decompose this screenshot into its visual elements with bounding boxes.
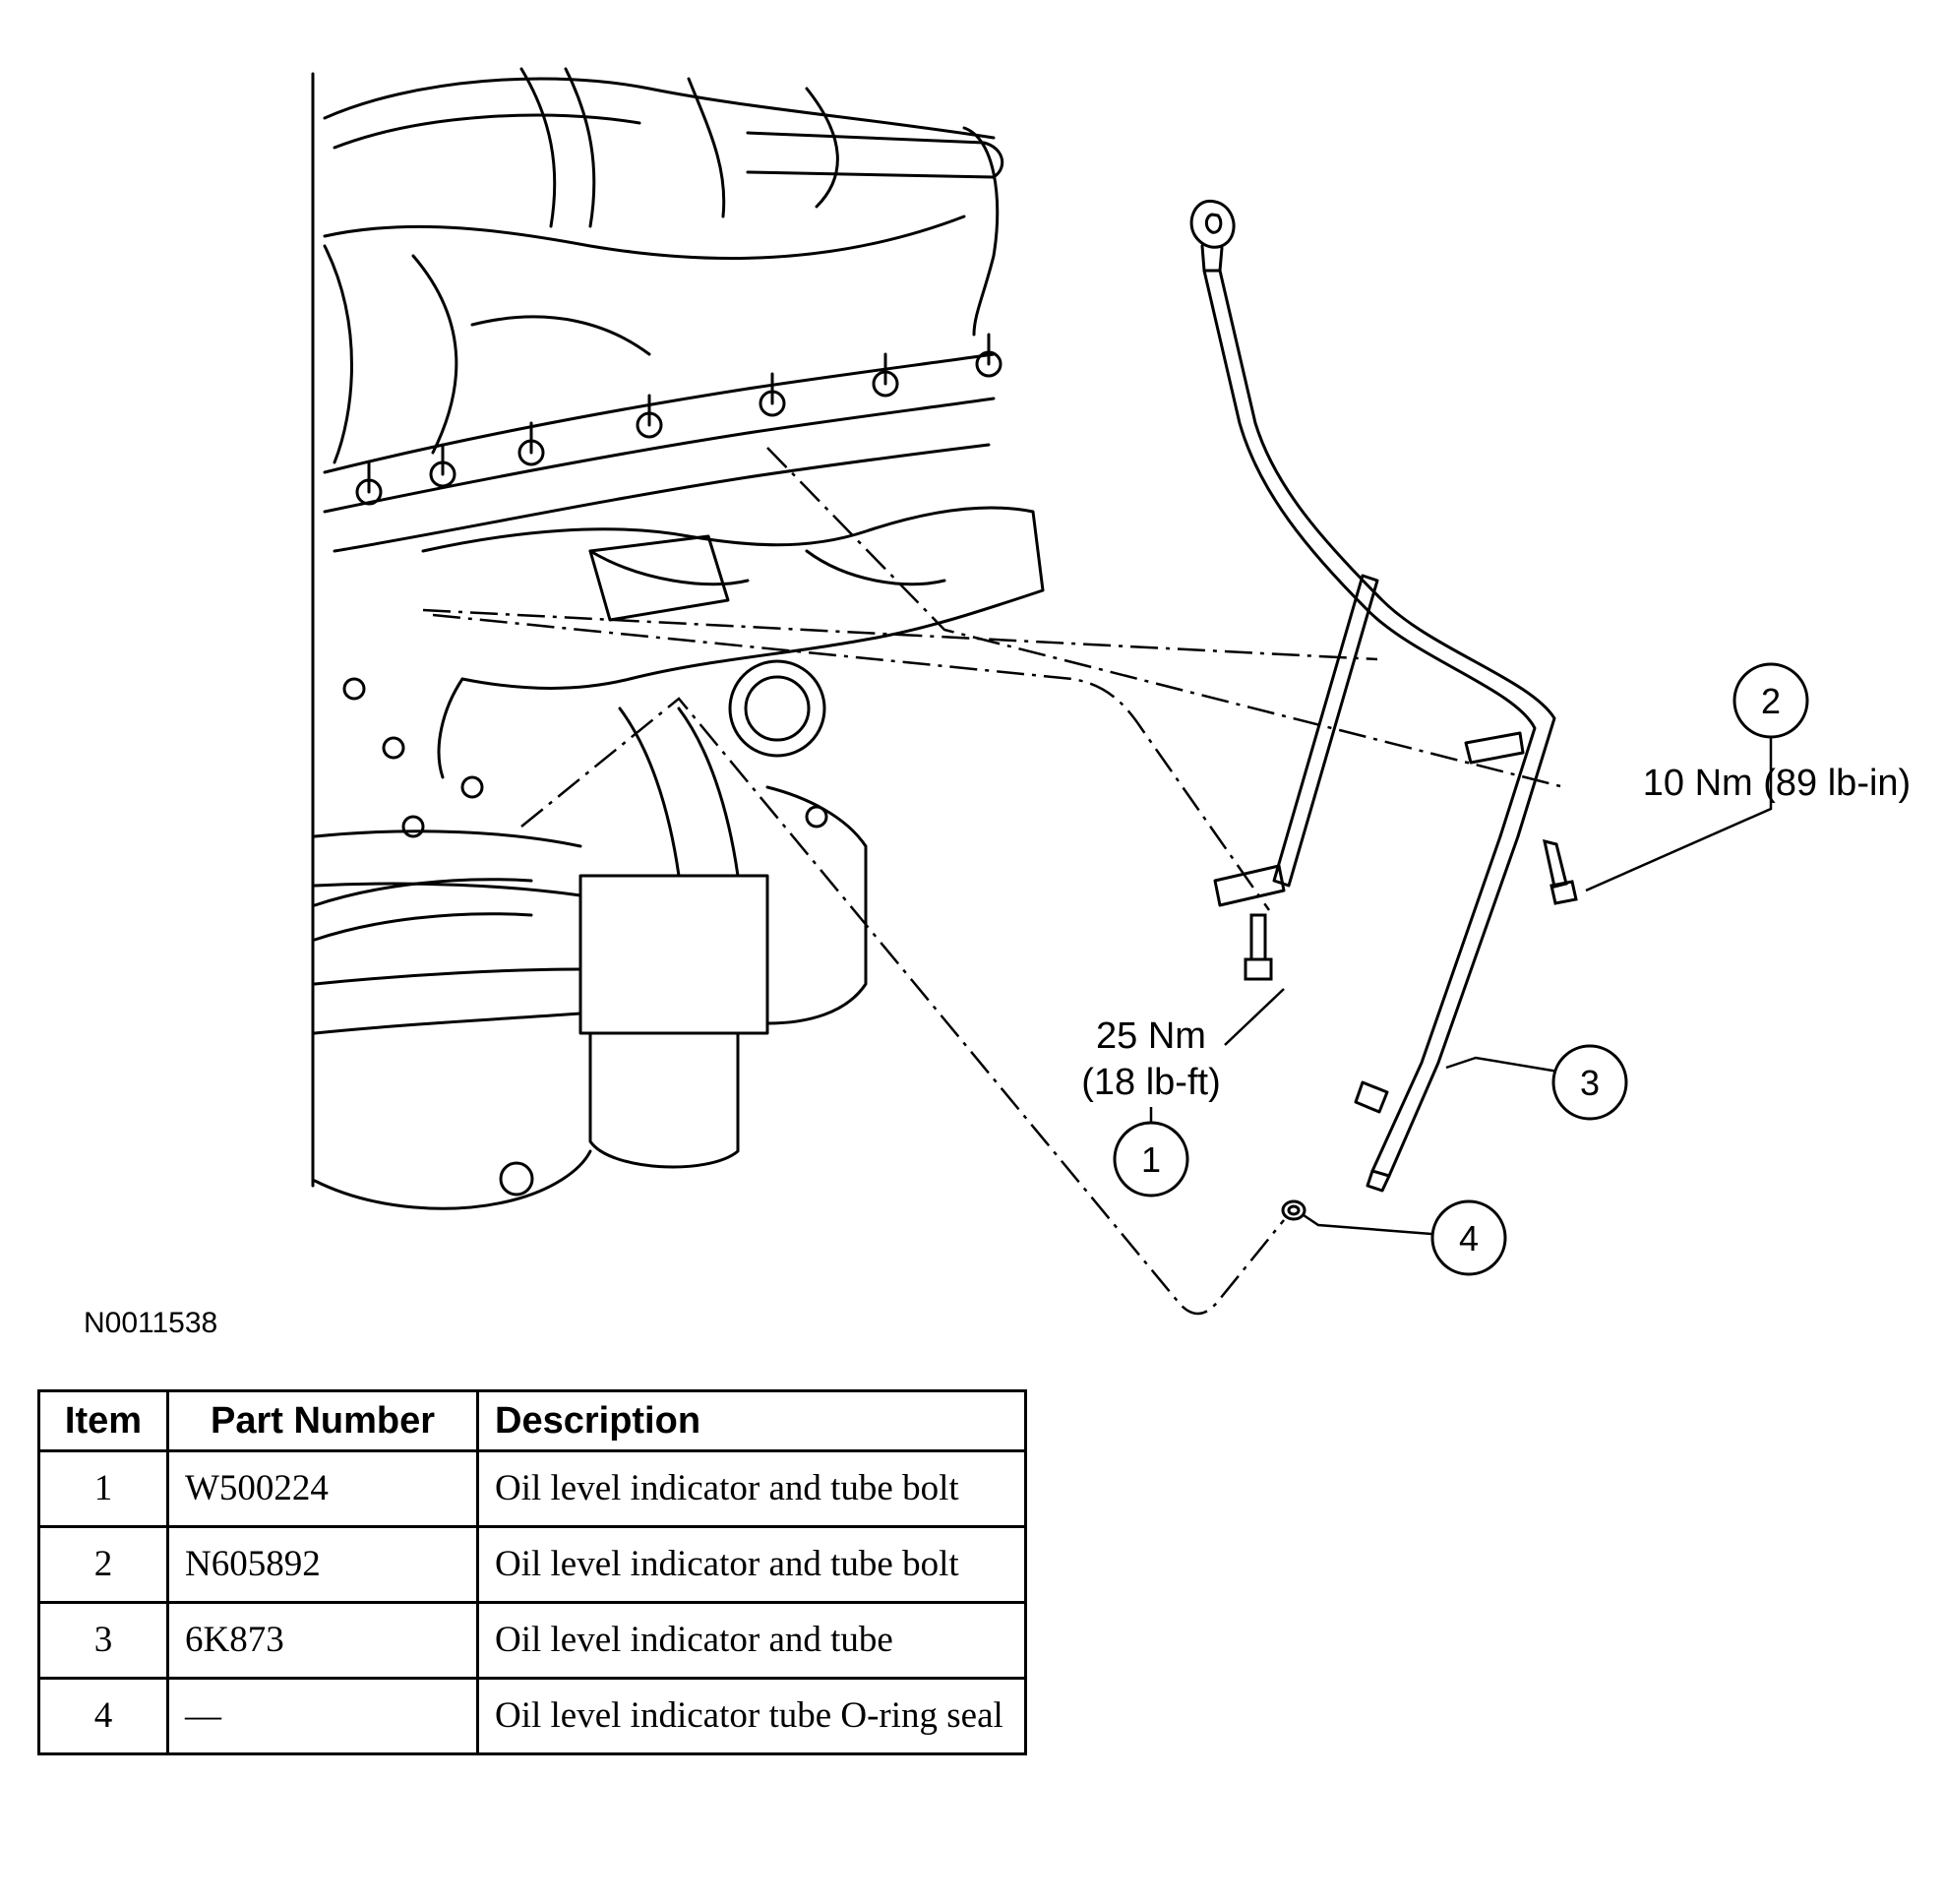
row-part-number: W500224: [166, 1449, 479, 1528]
row-item: 1: [37, 1449, 169, 1528]
table-row: 4 — Oil level indicator tube O-ring seal: [37, 1677, 1027, 1755]
engine-line-art: [311, 67, 1045, 1210]
bolt-item-2-drawing: [1543, 838, 1578, 905]
callout-1-torque-nm: 25 Nm: [1096, 1015, 1206, 1057]
table-row: 3 6K873 Oil level indicator and tube: [37, 1601, 1027, 1680]
callout-1-number: 1: [1141, 1139, 1161, 1180]
callout-4-circle: [1430, 1199, 1507, 1276]
callout-1-torque-lbft: (18 lb-ft): [1081, 1062, 1220, 1103]
table-row: 1 W500224 Oil level indicator and tube b…: [37, 1449, 1027, 1528]
callout-1-circle: [1113, 1121, 1189, 1198]
callout-3: 3: [1551, 1044, 1628, 1121]
row-description: Oil level indicator tube O-ring seal: [476, 1677, 1027, 1755]
row-description: Oil level indicator and tube: [476, 1601, 1027, 1680]
callout-4: 4: [1430, 1199, 1507, 1276]
oil-level-indicator-tube-drawing: [1189, 199, 1556, 1193]
bolt-item-1-drawing: [1244, 913, 1273, 981]
row-description: Oil level indicator and tube bolt: [476, 1525, 1027, 1604]
header-item: Item: [37, 1389, 169, 1452]
parts-table: Item Part Number Description 1 W500224 O…: [37, 1389, 1027, 1755]
o-ring-item-4-drawing: [1281, 1199, 1306, 1221]
installation-guide-lines: [422, 447, 1565, 1316]
row-item: 2: [37, 1525, 169, 1604]
row-item: 4: [37, 1677, 169, 1755]
header-part-number: Part Number: [166, 1389, 479, 1452]
callout-3-number: 3: [1580, 1063, 1600, 1103]
row-item: 3: [37, 1601, 169, 1680]
row-description: Oil level indicator and tube bolt: [476, 1449, 1027, 1528]
row-part-number: 6K873: [166, 1601, 479, 1680]
row-part-number: N605892: [166, 1525, 479, 1604]
callout-1: 25 Nm (18 lb-ft) 1: [1081, 1015, 1221, 1198]
header-description: Description: [476, 1389, 1027, 1452]
callout-4-number: 4: [1459, 1218, 1479, 1259]
figure-id: N0011538: [84, 1307, 217, 1339]
callout-3-circle: [1551, 1044, 1628, 1121]
row-part-number: —: [166, 1677, 479, 1755]
table-row: 2 N605892 Oil level indicator and tube b…: [37, 1525, 1027, 1604]
table-header-row: Item Part Number Description: [37, 1389, 1027, 1452]
callout-2-number: 2: [1761, 681, 1781, 721]
callout-2: 2 10 Nm (89 lb-in): [1643, 662, 1911, 804]
callout-2-torque: 10 Nm (89 lb-in): [1643, 763, 1911, 804]
callout-leaders: [1149, 733, 1773, 1236]
callout-2-circle: [1732, 662, 1809, 739]
